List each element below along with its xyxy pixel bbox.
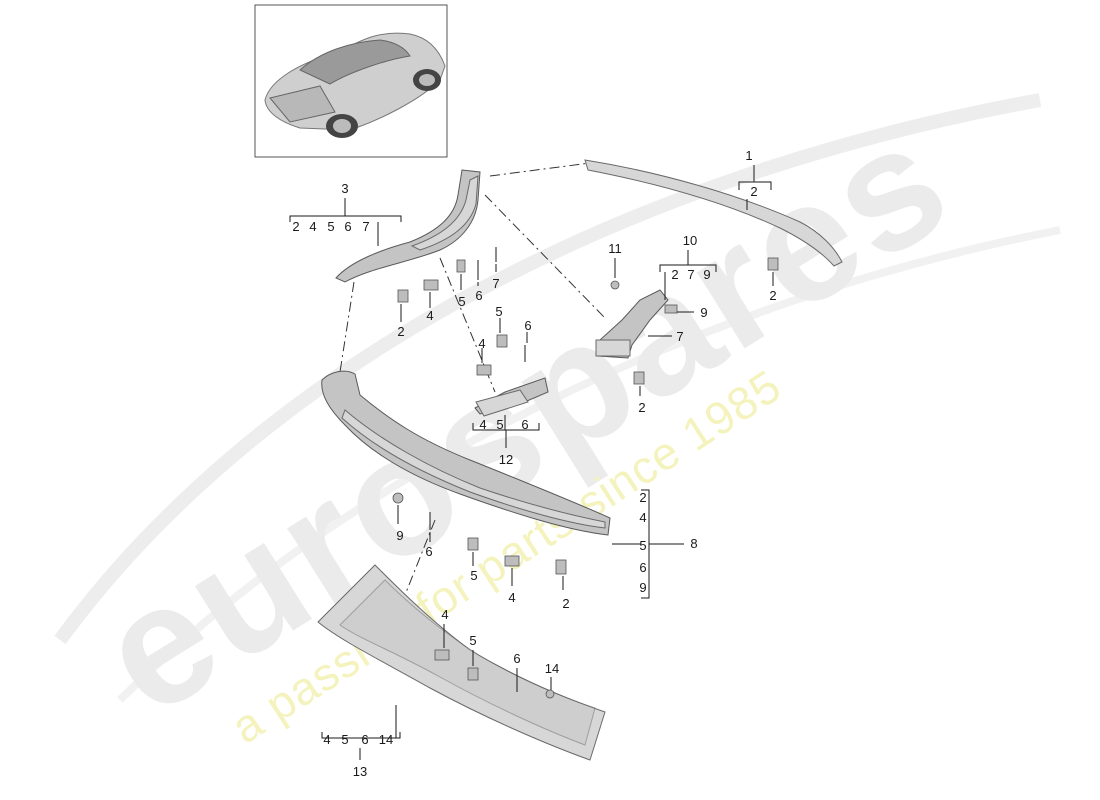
label-n5a: 5 [458,294,465,309]
callout-13: 4 5 6 14 13 [321,705,401,779]
callout-10-sub-2: 9 [703,267,710,282]
part-13-texture [339,579,596,746]
label-n7a: 7 [492,276,499,291]
callout-8-sub-0: 2 [639,490,646,505]
watermark: eurospares a passion for parts since 198… [54,83,1061,753]
callout-3-sub-1: 4 [309,219,316,234]
label-n6a: 6 [475,288,482,303]
callout-1: 1 2 [738,148,772,210]
label-n6d: 6 [513,651,520,666]
label-n5d: 5 [469,633,476,648]
callout-10-sub-0: 2 [671,267,678,282]
label-n4b: 4 [478,336,485,351]
car-illustration [264,32,446,138]
callout-8-sub-2: 5 [639,538,646,553]
callout-10-sub-1: 7 [687,267,694,282]
label-n6b: 6 [524,318,531,333]
label-n5c: 5 [470,568,477,583]
part-labels: 2 4 5 6 7 2 9 7 5 6 4 2 9 6 5 4 2 4 [396,264,777,690]
label-n4a: 4 [426,308,433,323]
callout-10: 10 2 7 9 [659,233,717,300]
callout-11: 11 [608,241,622,278]
callout-1-sub: 2 [750,184,757,199]
callout-13-sub-1: 5 [341,732,348,747]
label-n14: 14 [545,661,559,676]
callout-1-label: 1 [745,148,752,163]
label-n4c: 4 [508,590,515,605]
label-n5b: 5 [495,304,502,319]
part-10-base [595,339,631,357]
label-n4d: 4 [441,607,448,622]
callout-8-label: 8 [690,536,697,551]
label-n2b: 2 [769,288,776,303]
label-n9a: 9 [700,305,707,320]
callout-12-label: 12 [499,452,513,467]
callout-13-sub-0: 4 [323,732,330,747]
label-n7b: 7 [676,329,683,344]
part-3-pillar-inner [410,175,479,251]
callout-3: 3 2 4 5 6 7 [289,181,402,246]
callout-3-sub-3: 6 [344,219,351,234]
label-n9b: 9 [396,528,403,543]
callout-12-sub-0: 4 [479,417,486,432]
callout-12: 4 5 6 12 [472,415,540,467]
part-12-base [475,389,529,417]
part-1-roof-trim [584,159,843,267]
part-13-bottom-panel [317,564,606,761]
callout-8-sub-4: 9 [639,580,646,595]
callout-3-sub-0: 2 [292,219,299,234]
part-8-edge [341,409,606,529]
callout-3-sub-4: 7 [362,219,369,234]
label-n2d: 2 [562,596,569,611]
callout-13-label: 13 [353,764,367,779]
callout-8-sub-1: 4 [639,510,646,525]
label-n2c: 2 [638,400,645,415]
callout-12-sub-2: 6 [521,417,528,432]
callout-3-sub-2: 5 [327,219,334,234]
label-n6c: 6 [425,544,432,559]
callout-13-sub-2: 6 [361,732,368,747]
part-8-lower-trim [321,370,611,536]
callout-11-label: 11 [608,241,622,256]
clips [392,247,779,699]
callout-8-sub-3: 6 [639,560,646,575]
callout-8: 2 4 5 6 9 8 [612,489,698,599]
car-thumbnail [254,4,448,158]
callout-10-label: 10 [683,233,697,248]
callout-12-sub-1: 5 [496,417,503,432]
label-n2a: 2 [397,324,404,339]
callout-3-label: 3 [341,181,348,196]
callout-13-sub-3: 14 [379,732,393,747]
